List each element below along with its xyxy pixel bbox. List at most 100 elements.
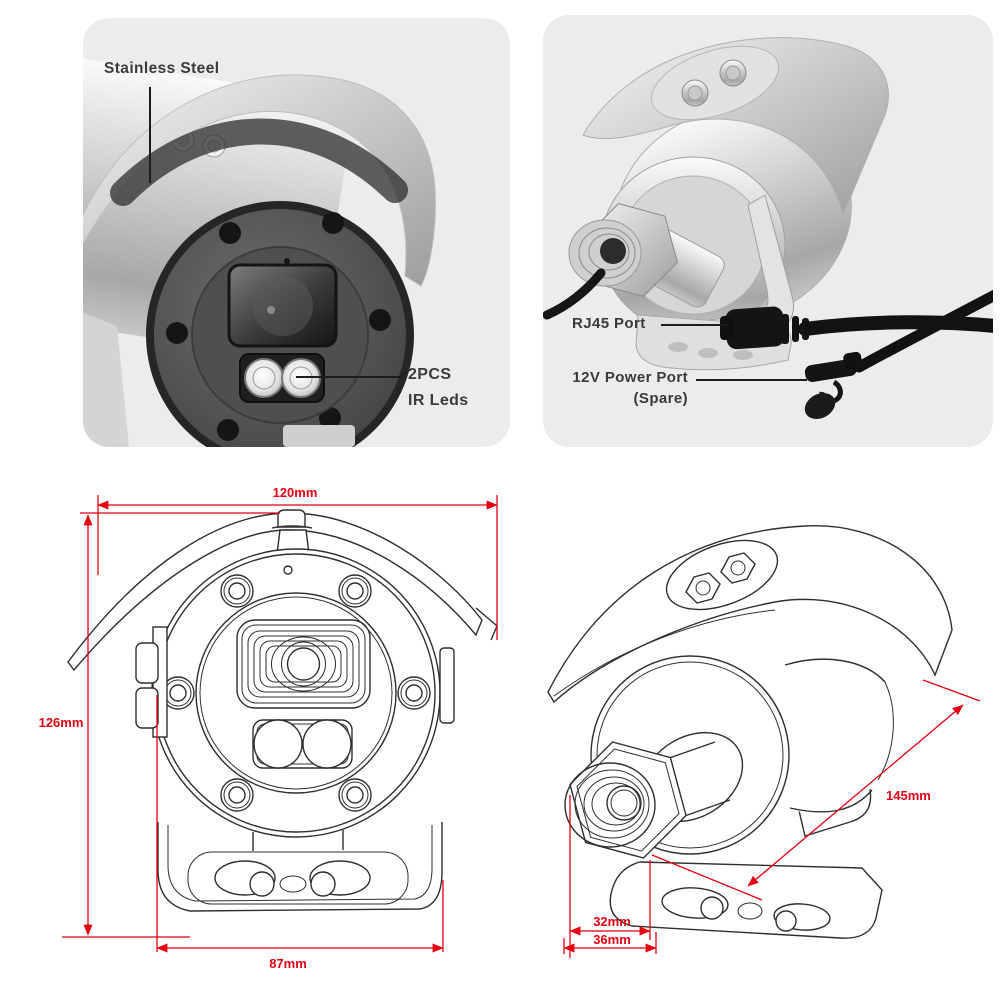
dim-width-label: 120mm [273,485,318,500]
front-view-dimensions: 120mm 126mm 87mm [39,485,498,971]
rj45-leader-line [661,324,727,326]
rear-photo-panel [543,15,993,447]
pinhole [284,258,290,264]
base-slot-3 [733,350,753,360]
iso-thread-3 [591,782,641,826]
gland-opening [600,238,626,264]
camera-front-art [83,52,436,447]
stainless-steel-label: Stainless Steel [104,60,220,77]
bracket-drawing [157,822,443,912]
power-port-label: 12V Power Port (Spare) [540,367,688,409]
ir-leds-label-line1: 2PCS [408,366,452,383]
iso-thread-1 [574,769,650,839]
rear-top-nut-1-center [687,85,703,101]
pigtail-cable [543,268,606,320]
base-kidney-bite-2 [775,910,797,932]
rj45-connector [720,306,993,350]
iso-dimension-drawing: 145mm 32mm 36mm [547,525,981,958]
power-leader-line [696,379,807,381]
dim-gland-inner-label: 32mm [593,914,631,929]
iso-body-top-line [784,658,886,683]
base-kidney-slot-2 [773,903,831,931]
dim-length-label: 145mm [886,788,931,803]
shield-cap-base [271,525,313,529]
mount-arm [83,313,129,447]
power-port-label-line1: 12V Power Port [572,369,688,386]
ir-leds-label: 2PCS IR Leds [408,362,469,414]
base-kidney-slot-1 [661,887,729,919]
face-screw-holes [166,212,391,441]
side-tab-left-1 [135,642,159,684]
rj45-cable [798,315,993,336]
ir-led-1 [244,358,284,398]
ext-145-bottom [651,854,763,901]
top-pinhole [283,565,293,575]
power-cable [853,289,993,373]
stainless-leader-line [149,87,151,183]
ir-leds-label-line2: IR Leds [408,392,469,409]
sun-shield-shadow [110,118,408,206]
gland-thread-2 [588,233,630,271]
top-plate [650,45,780,121]
base-slot-2 [698,348,718,358]
ir-led-drawing [252,719,353,769]
iso-dimensions: 145mm 32mm 36mm [563,679,981,958]
base-slot-1 [668,342,688,352]
dim-gland-outer-label: 36mm [593,932,631,947]
face-outer-circle [151,548,441,838]
ext-145-top [922,679,981,702]
ir-led-2 [281,358,321,398]
iso-thread-2 [583,776,645,832]
gland-thread-1 [578,227,636,279]
iso-gland-tip [564,762,656,848]
lens-glow [253,276,313,336]
rear-camera-photo [543,37,993,419]
dim-height-label: 126mm [39,715,84,730]
front-photo-panel [83,18,510,447]
power-cap [804,393,836,419]
rear-top-nut-2-center [725,65,741,81]
lens-assembly [236,619,371,709]
front-view-line-art [67,509,498,912]
stand-base [283,425,355,447]
ir-led-2-ring [289,366,313,390]
shield-cap-screw [277,509,306,528]
iso-line-art [547,525,953,939]
iso-gland-opening [606,785,642,821]
dim-bracket-label: 87mm [269,956,307,971]
iso-hex-nut-1 [685,572,721,604]
sun-shield [83,74,436,287]
screws [161,574,431,812]
front-dimension-drawing: 120mm 126mm 87mm [39,485,498,971]
power-connector [804,289,993,419]
iso-gland-opening-inner [610,789,638,817]
rj45-port-label: RJ45 Port [572,315,646,332]
lens-highlight [267,306,275,314]
dim-line-145 [747,704,964,887]
ir-led-1-ring [252,366,276,390]
iso-hex-gland-inner-edge [576,748,680,852]
camera-rear-art [543,37,993,419]
iso-sun-shield [547,525,953,704]
side-tab-right [439,647,455,724]
screw [338,574,372,608]
screw [220,778,254,812]
screw [338,778,372,812]
screw [220,574,254,608]
iso-hex-nut-2 [720,552,756,584]
base-center-slot [737,902,763,920]
iso-hex-3d-edges [670,741,731,817]
face-inner-circle [195,592,397,794]
iso-shield-inner-edge [553,609,776,697]
base-kidney-bite-1 [700,896,724,920]
iso-bracket-base [609,861,883,939]
body-lines [252,830,344,851]
screw [397,676,431,710]
ir-leds-leader-line [296,376,402,378]
sun-shield-outline [67,512,483,672]
iso-top-plate [665,539,779,611]
side-tab-left-2 [135,687,159,729]
face-inner-circle-inner-line [199,596,393,790]
front-camera-photo [83,52,436,447]
